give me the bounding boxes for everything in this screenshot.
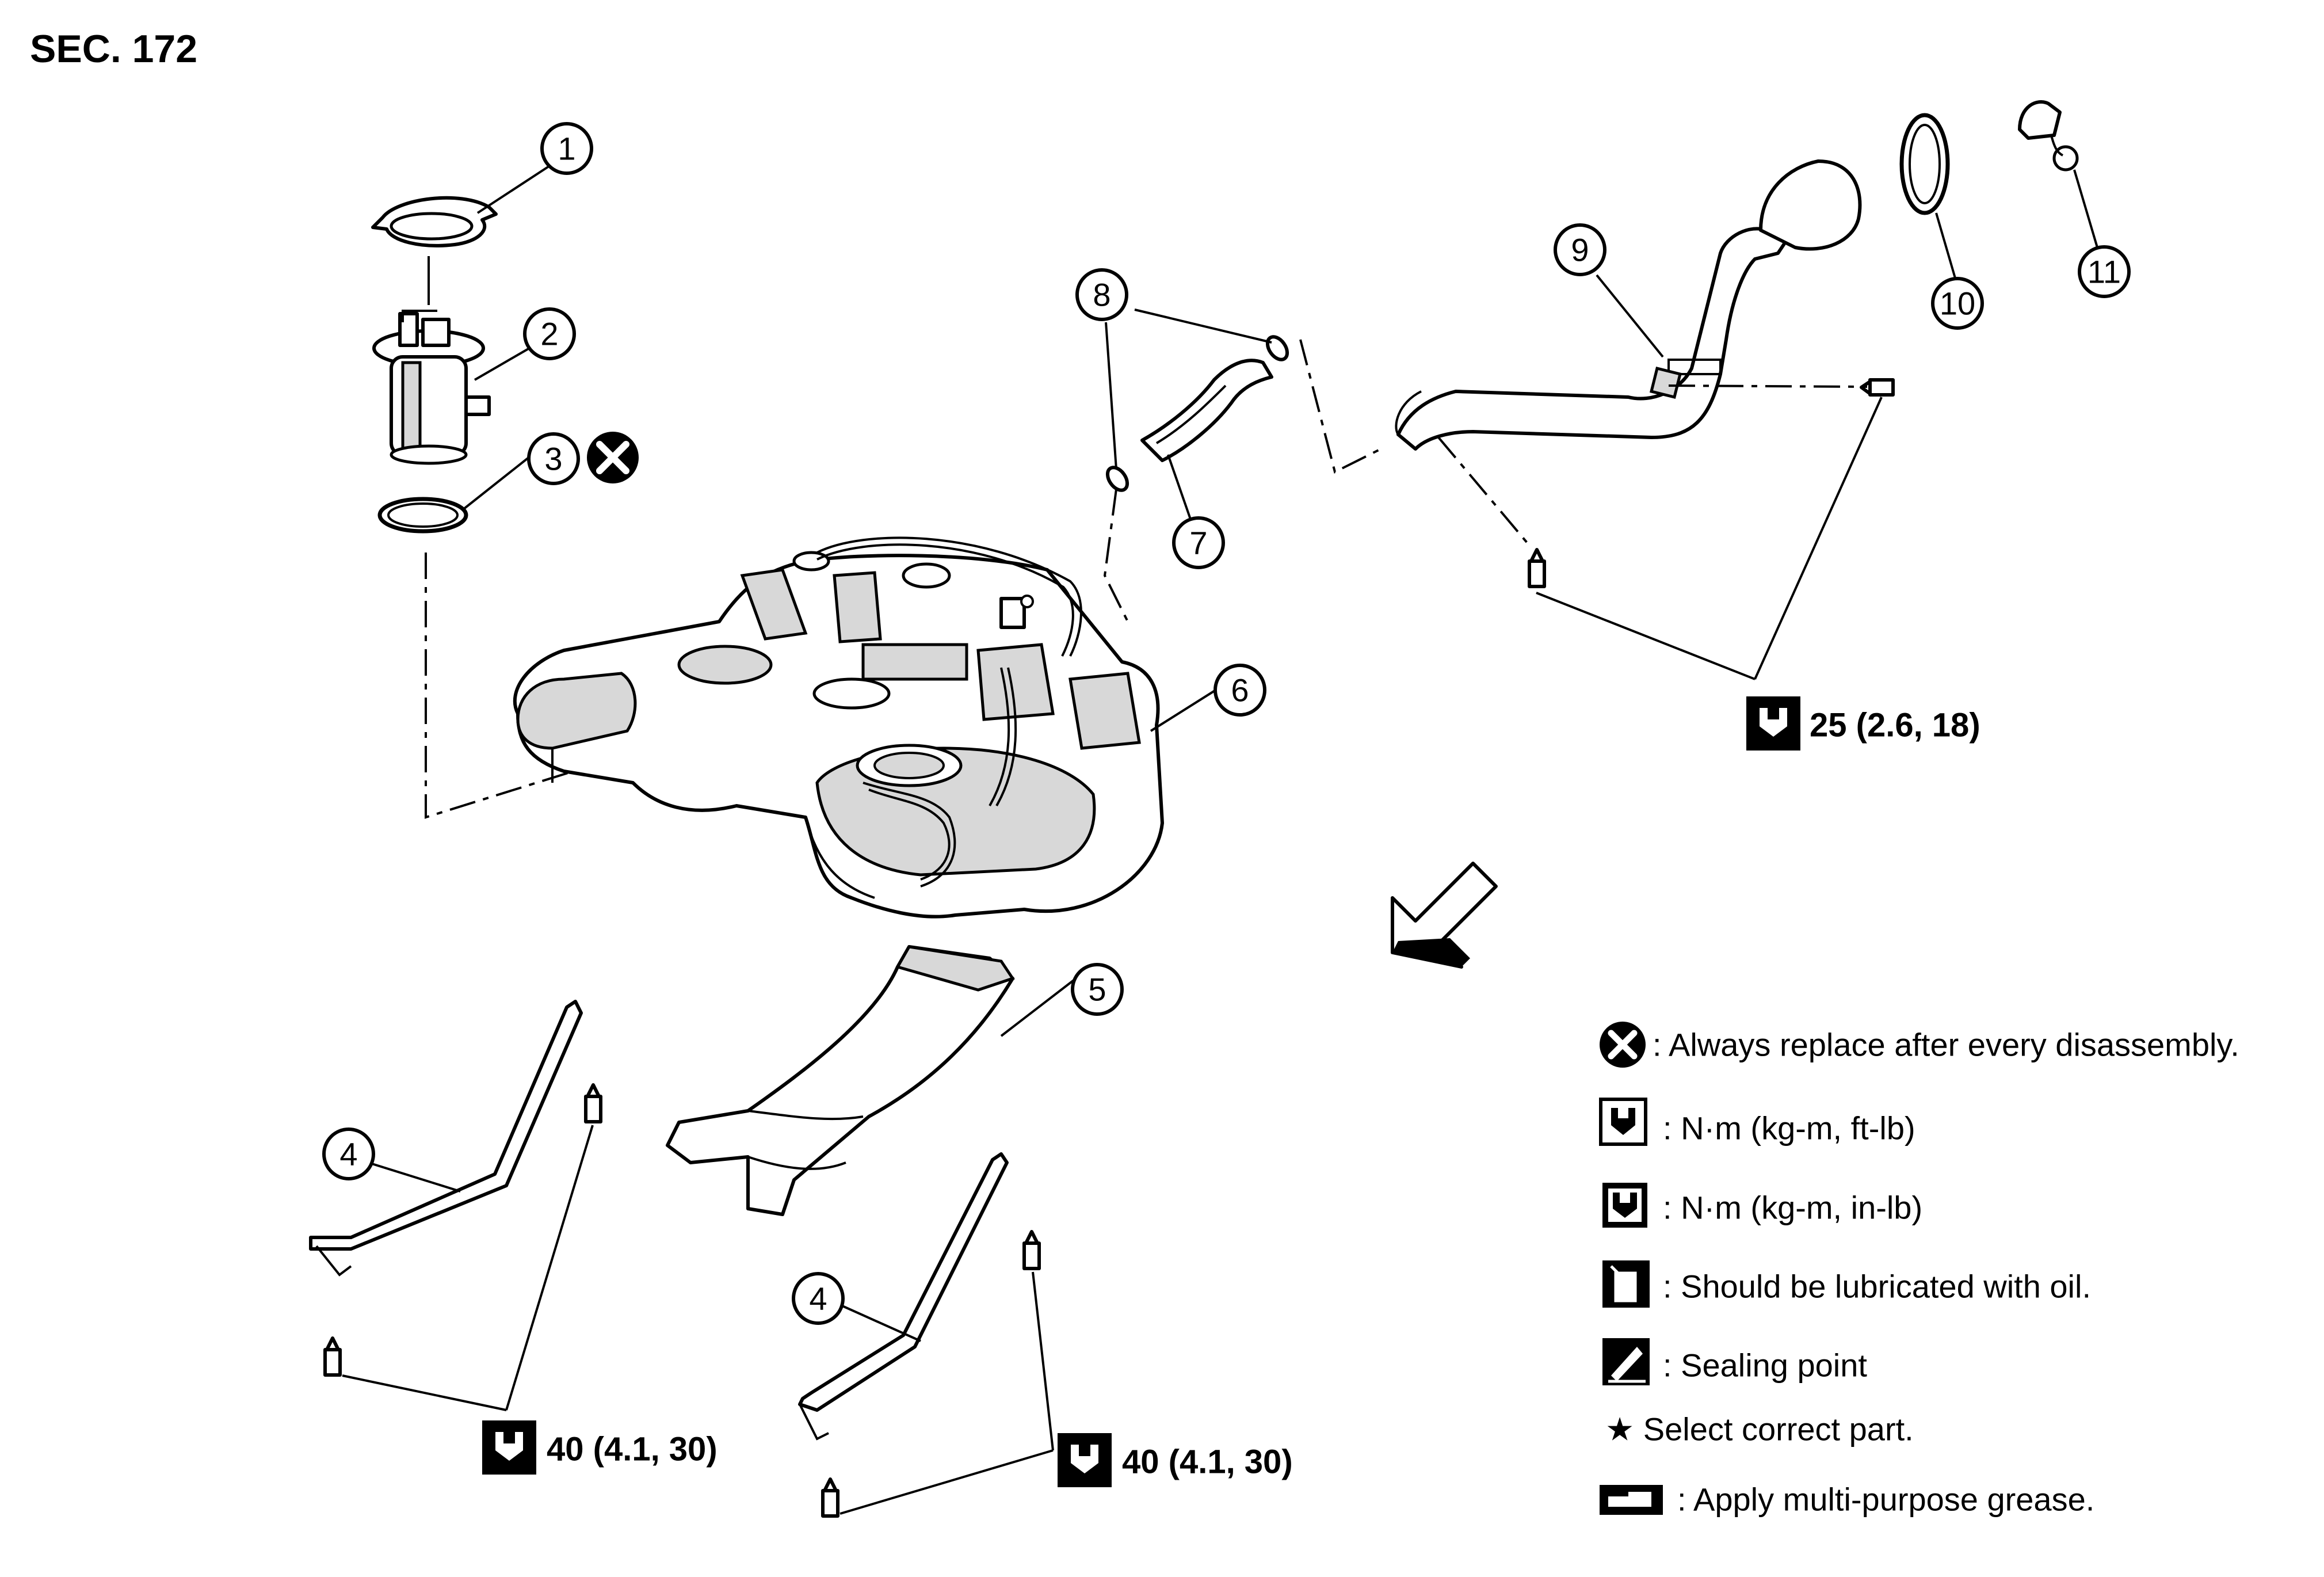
svg-text:8: 8	[1093, 277, 1111, 313]
torque-spec-strap-left: 40 (4.1, 30)	[482, 1420, 718, 1475]
fuel-pump-assembly	[372, 310, 491, 465]
o-ring-gasket	[377, 497, 468, 534]
callout-6: 6	[1213, 664, 1266, 717]
callout-3: 3	[527, 432, 580, 485]
torque-wrench-icon	[1599, 1098, 1647, 1146]
fuel-filler-cap	[2018, 100, 2079, 172]
strap-bolt	[323, 1336, 342, 1377]
legend-lubricate: : Should be lubricated with oil.	[1602, 1260, 2091, 1308]
filler-tube	[1395, 159, 1862, 451]
callout-1: 1	[540, 122, 593, 175]
sealant-icon	[1602, 1338, 1650, 1385]
legend-torque-ftlb: : N·m (kg-m, ft-lb)	[1599, 1098, 1915, 1146]
svg-text:6: 6	[1231, 672, 1249, 708]
torque-wrench-icon	[1746, 696, 1800, 751]
tank-strap-left	[309, 1000, 583, 1277]
svg-text:: N·m (kg-m, ft-lb): : N·m (kg-m, ft-lb)	[1663, 1110, 1915, 1146]
filler-bolt-lower	[1528, 548, 1546, 588]
legend-grease: : Apply multi-purpose grease.	[1600, 1481, 2094, 1518]
svg-text:: Always replace after every d: : Always replace after every disassembly…	[1653, 1027, 2239, 1063]
strap-bolt	[821, 1477, 839, 1518]
svg-text:10: 10	[1940, 285, 1975, 322]
legend: : Always replace after every disassembly…	[1599, 1022, 2239, 1518]
callout-5: 5	[1071, 963, 1124, 1016]
lock-ring	[371, 196, 498, 247]
grease-gun-icon	[1600, 1485, 1663, 1515]
torque-value: 40 (4.1, 30)	[1122, 1443, 1293, 1481]
callout-8: 8	[1075, 268, 1128, 321]
legend-select-part: ★ Select correct part.	[1605, 1411, 1914, 1448]
svg-text:2: 2	[540, 316, 558, 352]
filler-hose	[1140, 359, 1273, 462]
legend-replace: : Always replace after every disassembly…	[1600, 1022, 2239, 1068]
svg-text:4: 4	[809, 1281, 827, 1317]
svg-text:: Sealing point: : Sealing point	[1663, 1347, 1867, 1384]
leader-lines	[342, 163, 2098, 1515]
torque-spec-strap-right: 40 (4.1, 30)	[1058, 1433, 1293, 1487]
legend-torque-inlb: : N·m (kg-m, in-lb)	[1602, 1183, 1922, 1228]
callout-4: 4	[322, 1127, 375, 1180]
callout-7: 7	[1172, 516, 1225, 569]
filler-bolt-upper	[1860, 378, 1895, 397]
callout-4: 4	[792, 1272, 845, 1325]
svg-text:5: 5	[1088, 972, 1106, 1008]
svg-text:3: 3	[544, 441, 562, 477]
svg-text:1: 1	[558, 131, 575, 167]
always-replace-icon	[1600, 1022, 1646, 1068]
callout-11: 11	[2078, 245, 2131, 298]
svg-text:9: 9	[1571, 232, 1589, 268]
svg-text:: Should be lubricated with oi: : Should be lubricated with oil.	[1663, 1269, 2091, 1305]
strap-bolt	[584, 1083, 602, 1123]
svg-text:: Apply multi-purpose grease.: : Apply multi-purpose grease.	[1677, 1481, 2094, 1518]
fuel-tank	[513, 536, 1164, 919]
heat-insulator	[666, 945, 1015, 1216]
legend-sealing: : Sealing point	[1602, 1338, 1867, 1385]
hose-clamps	[1105, 335, 1289, 492]
torque-wrench-icon	[1058, 1433, 1112, 1487]
svg-text:7: 7	[1189, 525, 1207, 561]
strap-bolt	[1022, 1230, 1041, 1270]
callout-10: 10	[1931, 277, 1984, 330]
torque-value: 25 (2.6, 18)	[1810, 707, 1980, 744]
always-replace-icon	[587, 432, 639, 483]
callout-9: 9	[1554, 223, 1606, 276]
tank-strap-right	[798, 1152, 1009, 1441]
svg-text:4: 4	[339, 1136, 357, 1172]
svg-text:: N·m (kg-m, in-lb): : N·m (kg-m, in-lb)	[1663, 1190, 1922, 1226]
section-title: SEC. 172	[30, 27, 197, 71]
svg-text:11: 11	[2088, 254, 2121, 290]
oil-can-icon	[1602, 1260, 1650, 1308]
torque-wrench-icon	[482, 1420, 536, 1475]
torque-spec-filler: 25 (2.6, 18)	[1746, 696, 1980, 751]
front-direction-arrow	[1391, 862, 1498, 969]
callout-2: 2	[523, 307, 576, 360]
filler-seal-ring	[1899, 113, 1950, 215]
torque-wrench-icon	[1602, 1183, 1647, 1228]
torque-value: 40 (4.1, 30)	[547, 1431, 718, 1468]
